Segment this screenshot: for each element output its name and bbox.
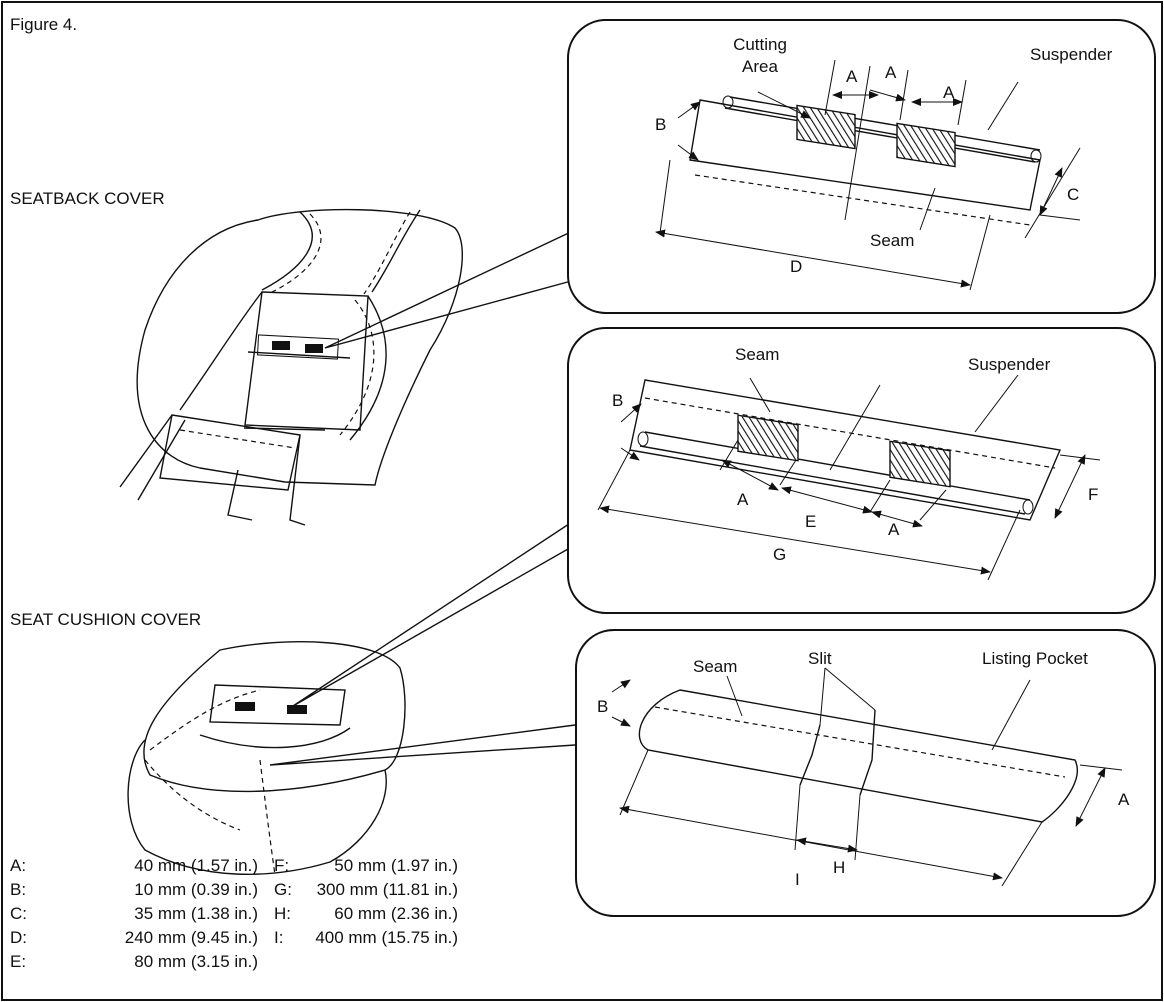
listing-pocket-label: Listing Pocket [982,649,1088,668]
seatback-cover-illustration [119,208,463,526]
dim-f-label: F [1088,485,1098,504]
legend-value: 300 mm (11.81 in.) [317,880,458,899]
callout-wedge-2 [292,519,576,707]
dim-a-label-1: A [846,67,858,86]
seam-label-2: Seam [735,345,779,364]
legend-value: 240 mm (9.45 in.) [125,928,258,947]
dim-a-label-4: A [737,490,749,509]
dim-e-label: E [805,512,816,531]
legend-key: E: [10,952,26,971]
dim-i-label: I [795,870,800,889]
cutting-area-label-1: Cutting [733,35,787,54]
callout-wedge-3 [269,724,576,766]
dim-a-label-5: A [888,520,900,539]
panel-seatback-detail: Cutting Area Suspender Seam A A A B C D [567,19,1156,314]
dim-d-label: D [790,257,802,276]
figure-title: Figure 4. [10,15,77,34]
legend-value: 50 mm (1.97 in.) [334,856,458,875]
panel-listing-pocket-detail: Seam Slit Listing Pocket B A H I [575,629,1156,917]
legend-key: B: [10,880,26,899]
legend-value: 40 mm (1.57 in.) [134,856,258,875]
seatback-title: SEATBACK COVER [10,189,165,208]
dim-a-label-3: A [943,83,955,102]
legend-value: 400 mm (15.75 in.) [315,928,458,947]
suspender-label-1: Suspender [1030,45,1113,64]
cutting-area-label-2: Area [742,57,778,76]
seam-label-1: Seam [870,231,914,250]
legend-left-column: A: 40 mm (1.57 in.) B: 10 mm (0.39 in.) … [10,856,258,971]
legend-value: 35 mm (1.38 in.) [134,904,258,923]
suspender-label-2: Suspender [968,355,1051,374]
dim-c-label: C [1067,185,1079,204]
legend-value: 10 mm (0.39 in.) [134,880,258,899]
dim-b-label-2: B [612,391,623,410]
legend-key: F: [274,856,289,875]
legend-value: 60 mm (2.36 in.) [334,904,458,923]
legend-right-column: F: 50 mm (1.97 in.) G: 300 mm (11.81 in.… [274,856,458,947]
legend-key: A: [10,856,26,875]
legend-key: C: [10,904,27,923]
panel-cushion-detail: Seam Suspender B F A E A G [567,327,1156,614]
dim-b-label-1: B [655,115,666,134]
dim-g-label: G [773,545,786,564]
legend-key: I: [274,928,283,947]
dim-h-label: H [833,858,845,877]
legend-key: D: [10,928,27,947]
seat-cushion-cover-illustration [127,641,406,876]
dim-a-label-6: A [1118,790,1130,809]
dimension-legend: A: 40 mm (1.57 in.) B: 10 mm (0.39 in.) … [10,856,458,971]
cushion-title: SEAT CUSHION COVER [10,610,201,629]
callout-wedge-1 [324,229,576,349]
legend-key: G: [274,880,292,899]
slit-label: Slit [808,649,832,668]
legend-value: 80 mm (3.15 in.) [134,952,258,971]
legend-key: H: [274,904,291,923]
seam-label-3: Seam [693,657,737,676]
dim-b-label-3: B [597,697,608,716]
dim-a-label-2: A [885,63,897,82]
